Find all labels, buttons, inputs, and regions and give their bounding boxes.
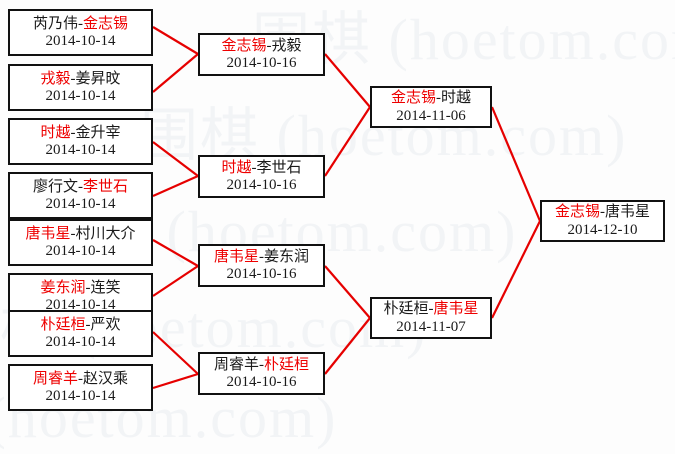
- player-winner: 金志锡: [390, 90, 436, 107]
- player-winner: 周睿羊: [32, 370, 78, 387]
- match-players: 戎毅-姜昇旼: [40, 70, 121, 87]
- match-box-r1-4[interactable]: 唐韦星-村川大介 2014-10-14: [8, 219, 153, 266]
- match-box-r2-0[interactable]: 金志锡-戎毅 2014-10-16: [198, 33, 325, 76]
- match-box-r1-3[interactable]: 廖行文-李世石 2014-10-14: [8, 172, 153, 219]
- player-winner: 金志锡: [554, 204, 600, 221]
- match-players: 金志锡-时越: [390, 90, 472, 107]
- match-box-final[interactable]: 金志锡-唐韦星 2014-12-10: [540, 200, 665, 242]
- player-loser: 村川大介: [75, 225, 136, 242]
- match-players: 朴廷桓-严欢: [40, 316, 121, 333]
- match-date: 2014-10-14: [45, 142, 116, 158]
- match-box-r1-1[interactable]: 戎毅-姜昇旼 2014-10-14: [8, 64, 153, 111]
- player-loser: 李世石: [256, 159, 302, 176]
- match-players: 姜东润-连笑: [40, 279, 121, 296]
- match-players: 金志锡-戎毅: [221, 37, 302, 54]
- player-winner: 金志锡: [221, 37, 267, 54]
- match-date: 2014-11-06: [396, 107, 466, 124]
- player-winner: 唐韦星: [213, 248, 259, 265]
- match-players: 周睿羊-朴廷桓: [213, 356, 310, 373]
- match-players: 金志锡-唐韦星: [554, 204, 651, 221]
- player-loser: 严欢: [90, 316, 121, 333]
- player-loser: 周睿羊: [213, 356, 259, 373]
- match-date: 2014-10-14: [45, 33, 116, 49]
- match-date: 2014-12-10: [567, 221, 638, 238]
- match-date: 2014-10-16: [226, 177, 297, 193]
- match-date: 2014-10-14: [45, 334, 116, 350]
- player-loser: 戎毅: [271, 37, 302, 54]
- match-players: 时越-金升宰: [40, 124, 121, 141]
- match-players: 时越-李世石: [221, 159, 302, 176]
- player-winner: 戎毅: [40, 70, 71, 87]
- match-players: 朴廷桓-唐韦星: [383, 301, 479, 318]
- player-loser: 廖行文: [32, 178, 78, 195]
- match-box-semifinal-1[interactable]: 朴廷桓-唐韦星 2014-11-07: [370, 297, 492, 339]
- match-date: 2014-10-14: [45, 297, 116, 313]
- tournament-bracket: 围棋 (hoetom.com) 围棋 (hoetom.com) 围棋 (hoet…: [0, 7, 675, 450]
- match-date: 2014-10-14: [45, 88, 116, 104]
- match-date: 2014-10-16: [226, 374, 297, 390]
- match-players: 廖行文-李世石: [32, 178, 129, 195]
- match-box-r2-1[interactable]: 时越-李世石 2014-10-16: [198, 155, 325, 198]
- match-players: 唐韦星-姜东润: [213, 248, 310, 265]
- player-winner: 李世石: [83, 178, 129, 195]
- match-players: 唐韦星-村川大介: [25, 225, 136, 242]
- player-loser: 芮乃伟: [32, 15, 78, 32]
- match-box-r2-2[interactable]: 唐韦星-姜东润 2014-10-16: [198, 244, 325, 287]
- player-winner: 朴廷桓: [264, 356, 310, 373]
- player-winner: 唐韦星: [25, 225, 71, 242]
- match-date: 2014-10-14: [45, 243, 116, 259]
- match-box-r1-2[interactable]: 时越-金升宰 2014-10-14: [8, 118, 153, 165]
- match-players: 芮乃伟-金志锡: [32, 15, 129, 32]
- match-box-r1-0[interactable]: 芮乃伟-金志锡 2014-10-14: [8, 9, 153, 56]
- match-box-semifinal-0[interactable]: 金志锡-时越 2014-11-06: [370, 86, 492, 128]
- player-winner: 时越: [221, 159, 252, 176]
- player-loser: 唐韦星: [605, 204, 651, 221]
- match-box-r2-3[interactable]: 周睿羊-朴廷桓 2014-10-16: [198, 352, 325, 395]
- player-loser: 时越: [441, 90, 472, 107]
- player-winner: 金志锡: [83, 15, 129, 32]
- player-winner: 时越: [40, 124, 71, 141]
- player-loser: 连笑: [90, 279, 121, 296]
- player-loser: 赵汉乘: [83, 370, 129, 387]
- player-winner: 唐韦星: [433, 301, 479, 318]
- match-date: 2014-10-16: [226, 55, 297, 71]
- player-loser: 姜昇旼: [75, 70, 121, 87]
- match-date: 2014-11-07: [396, 318, 466, 335]
- player-winner: 姜东润: [40, 279, 86, 296]
- match-players: 周睿羊-赵汉乘: [32, 370, 129, 387]
- match-box-r1-7[interactable]: 周睿羊-赵汉乘 2014-10-14: [8, 364, 153, 411]
- player-loser: 姜东润: [264, 248, 310, 265]
- match-date: 2014-10-14: [45, 196, 116, 212]
- player-winner: 朴廷桓: [40, 316, 86, 333]
- player-loser: 金升宰: [75, 124, 121, 141]
- player-loser: 朴廷桓: [383, 301, 429, 318]
- match-box-r1-6[interactable]: 朴廷桓-严欢 2014-10-14: [8, 310, 153, 357]
- match-date: 2014-10-14: [45, 388, 116, 404]
- match-date: 2014-10-16: [226, 266, 297, 282]
